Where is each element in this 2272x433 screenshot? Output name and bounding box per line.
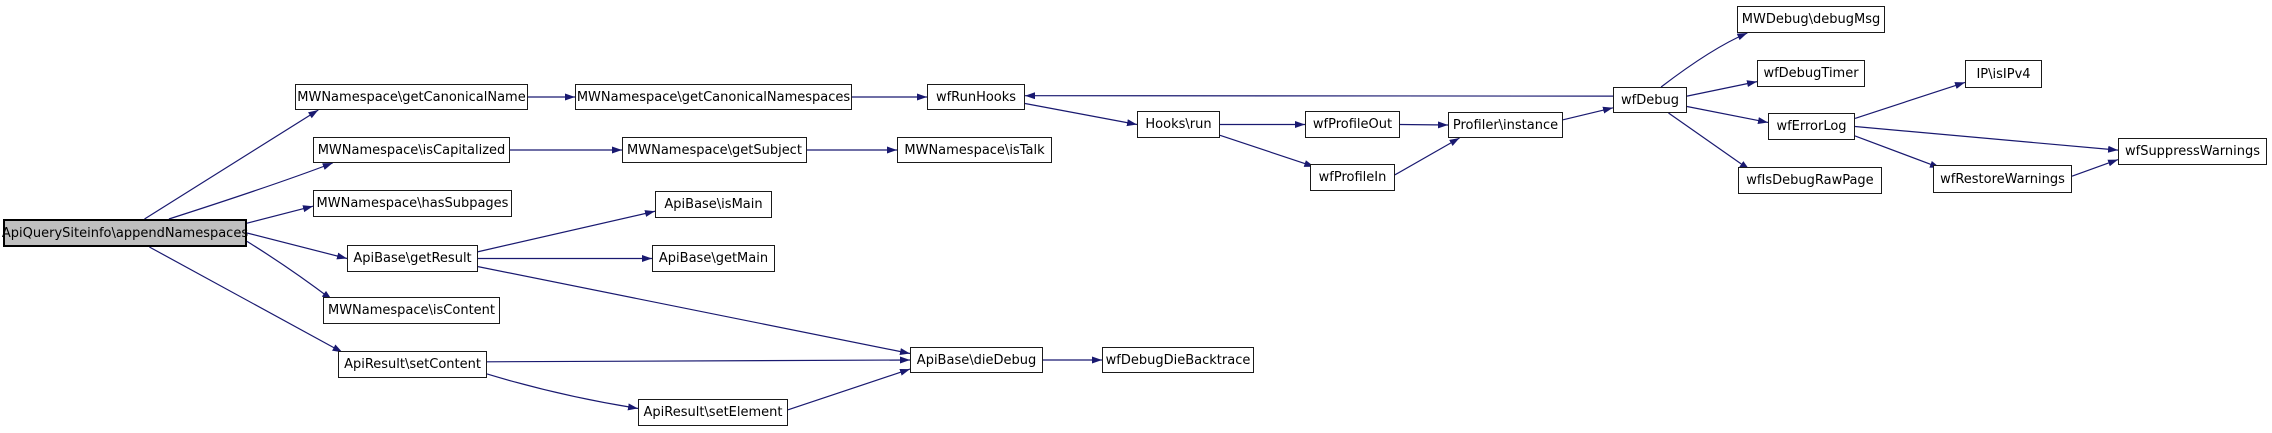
- edge-root-isCapitalized: [168, 162, 333, 220]
- edge-setContent-dieDebug: [486, 356, 911, 364]
- node-getCanonicalName[interactable]: MWNamespace\getCanonicalName: [295, 84, 528, 110]
- edge-getResult-dieDebug: [477, 266, 911, 355]
- edge-getResult-isMain: [477, 210, 656, 253]
- edge-wfDebug-debugMsg: [1660, 32, 1748, 88]
- edge-wfRunHooks-hooksRun: [1024, 102, 1138, 127]
- edge-wfRestoreWarnings-wfSuppressWarnings: [2071, 159, 2119, 177]
- edge-root-hasSubpages: [246, 205, 314, 224]
- node-dieDebug[interactable]: ApiBase\dieDebug: [910, 347, 1043, 373]
- node-getCanonicalNamespaces[interactable]: MWNamespace\getCanonicalNamespaces: [575, 84, 852, 110]
- edge-wfErrorLog-wfSuppressWarnings: [1854, 125, 2119, 153]
- edge-wfErrorLog-wfRestoreWarnings: [1854, 135, 1941, 169]
- edge-wfDebug-wfDebugTimer: [1686, 80, 1758, 97]
- node-isContent[interactable]: MWNamespace\isContent: [323, 297, 500, 324]
- node-isMain[interactable]: ApiBase\isMain: [655, 191, 772, 218]
- node-wfErrorLog[interactable]: wfErrorLog: [1768, 113, 1855, 140]
- edge-setElement-dieDebug: [787, 368, 911, 411]
- edge-wfDebug-wfIsDebugRawPage: [1668, 112, 1750, 171]
- node-wfRunHooks[interactable]: wfRunHooks: [927, 84, 1025, 110]
- node-isTalk[interactable]: MWNamespace\isTalk: [897, 137, 1052, 163]
- node-wfDebug[interactable]: wfDebug: [1613, 87, 1687, 113]
- node-wfDebugTimer[interactable]: wfDebugTimer: [1757, 60, 1865, 87]
- node-debugMsg[interactable]: MWDebug\debugMsg: [1737, 6, 1885, 33]
- node-wfSuppressWarnings[interactable]: wfSuppressWarnings: [2118, 138, 2267, 165]
- node-root: ApiQuerySiteinfo\appendNamespaces: [2, 219, 248, 247]
- node-isIPv4[interactable]: IP\isIPv4: [1965, 60, 2042, 88]
- edge-hooksRun-wfProfileIn: [1219, 134, 1315, 168]
- node-wfRestoreWarnings[interactable]: wfRestoreWarnings: [1933, 165, 2072, 193]
- node-getMain[interactable]: ApiBase\getMain: [652, 245, 775, 272]
- node-getResult[interactable]: ApiBase\getResult: [347, 245, 478, 272]
- node-isCapitalized[interactable]: MWNamespace\isCapitalized: [313, 137, 510, 163]
- node-setContent[interactable]: ApiResult\setContent: [338, 351, 487, 378]
- edge-profilerInstance-wfDebug: [1562, 106, 1614, 121]
- edge-wfDebug-wfErrorLog: [1686, 105, 1769, 124]
- edge-wfProfileOut-profilerInstance: [1399, 121, 1449, 129]
- edge-setContent-setElement: [486, 373, 639, 411]
- edge-root-getResult: [246, 232, 348, 260]
- node-profilerInstance[interactable]: Profiler\instance: [1448, 112, 1563, 138]
- edge-wfProfileIn-profilerInstance: [1394, 137, 1460, 176]
- node-wfProfileIn[interactable]: wfProfileIn: [1310, 164, 1395, 191]
- edge-root-isContent: [246, 240, 333, 301]
- edge-root-getCanonicalName: [144, 109, 319, 220]
- node-hasSubpages[interactable]: MWNamespace\hasSubpages: [313, 190, 512, 217]
- node-hooksRun[interactable]: Hooks\run: [1137, 111, 1220, 138]
- edge-root-setContent: [149, 246, 343, 353]
- node-getSubject[interactable]: MWNamespace\getSubject: [622, 137, 807, 163]
- node-wfIsDebugRawPage[interactable]: wfIsDebugRawPage: [1738, 167, 1882, 194]
- node-wfProfileOut[interactable]: wfProfileOut: [1305, 111, 1400, 138]
- edge-wfErrorLog-isIPv4: [1854, 81, 1966, 119]
- node-setElement[interactable]: ApiResult\setElement: [638, 399, 788, 426]
- node-wfDebugDieBacktrace[interactable]: wfDebugDieBacktrace: [1102, 347, 1254, 373]
